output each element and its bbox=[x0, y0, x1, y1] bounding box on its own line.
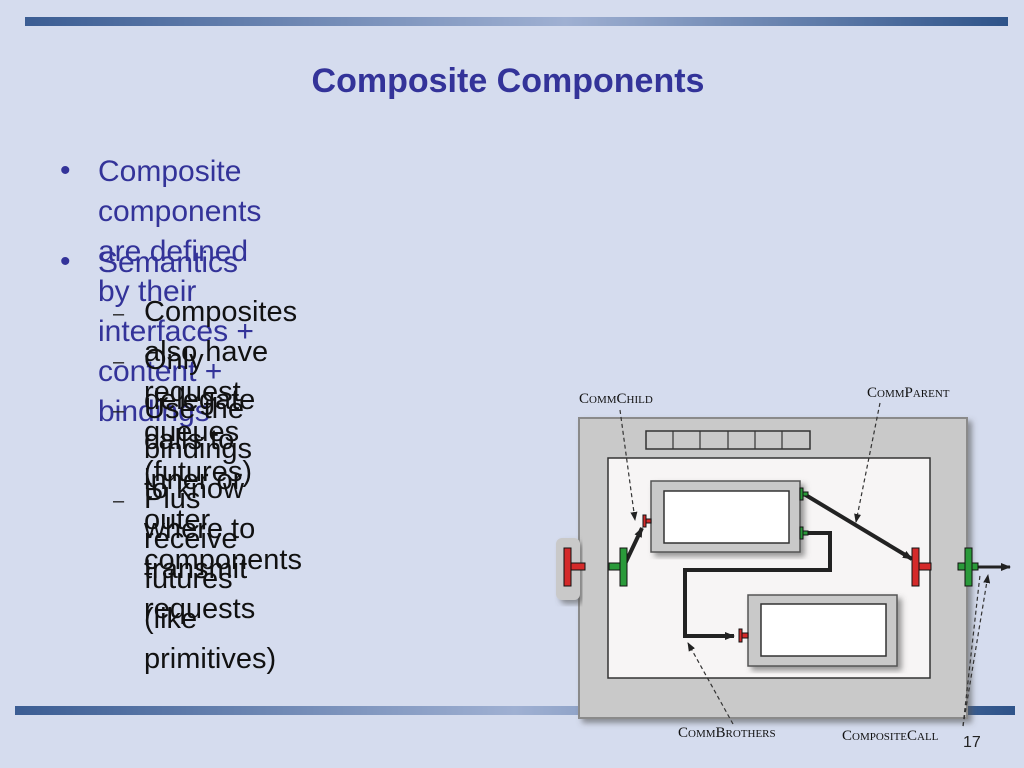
sub-bullet-marker: – bbox=[113, 490, 125, 512]
slide-title: Composite Components bbox=[311, 62, 705, 100]
bullet-marker: • bbox=[60, 245, 71, 278]
label-comm-parent: CommParent bbox=[867, 385, 950, 401]
bullet-text: Composite components are defined by thei… bbox=[98, 152, 261, 432]
sub-bullet-marker: – bbox=[113, 400, 125, 422]
sub-bullet-text: Plus receive futures (like primitives) bbox=[144, 479, 276, 679]
inner-server-interface bbox=[608, 547, 628, 587]
label-comm-child: CommChild bbox=[579, 391, 653, 407]
component2-interface bbox=[738, 628, 749, 643]
sub-bullet-line: where to transmit requests bbox=[144, 513, 256, 625]
bullet-text: Semantics bbox=[98, 246, 239, 279]
bottom-decorative-bar bbox=[15, 706, 1015, 715]
page-number: 17 bbox=[963, 734, 981, 751]
binding-comm-brothers bbox=[683, 531, 832, 640]
outer-server-interface bbox=[556, 538, 586, 600]
callout-lines bbox=[619, 402, 991, 727]
sub-bullet-line: Use the bindings to know bbox=[144, 393, 253, 505]
binding-comm-parent bbox=[802, 492, 914, 561]
sub-bullet-text: Composites also have request queues (fut… bbox=[144, 296, 298, 488]
inner-component-2 bbox=[747, 594, 898, 667]
sub-bullet-marker: – bbox=[113, 303, 125, 325]
inner-component-1 bbox=[650, 480, 801, 553]
bullet-marker: • bbox=[60, 154, 71, 187]
sub-bullet-line: (like primitives) bbox=[144, 603, 277, 675]
sub-bullet-marker: – bbox=[113, 351, 125, 373]
sub-bullet-text: Use the bindings to know where to transm… bbox=[144, 389, 255, 629]
label-composite-call: CompositeCall bbox=[842, 728, 939, 744]
bullet-line: content + bindings bbox=[98, 355, 223, 428]
request-queue bbox=[645, 430, 811, 450]
top-decorative-bar bbox=[25, 17, 1008, 26]
bullet-line: Composite components are defined by thei… bbox=[98, 155, 262, 348]
sub-bullet-text: Only delegate calls to inner or outer co… bbox=[144, 344, 302, 576]
outer-client-interface bbox=[957, 547, 979, 587]
inner-client-interface bbox=[911, 547, 932, 587]
component1-interfaces bbox=[642, 487, 809, 540]
label-comm-brothers: CommBrothers bbox=[678, 725, 776, 741]
sub-bullet-line: Plus receive futures bbox=[144, 483, 238, 595]
